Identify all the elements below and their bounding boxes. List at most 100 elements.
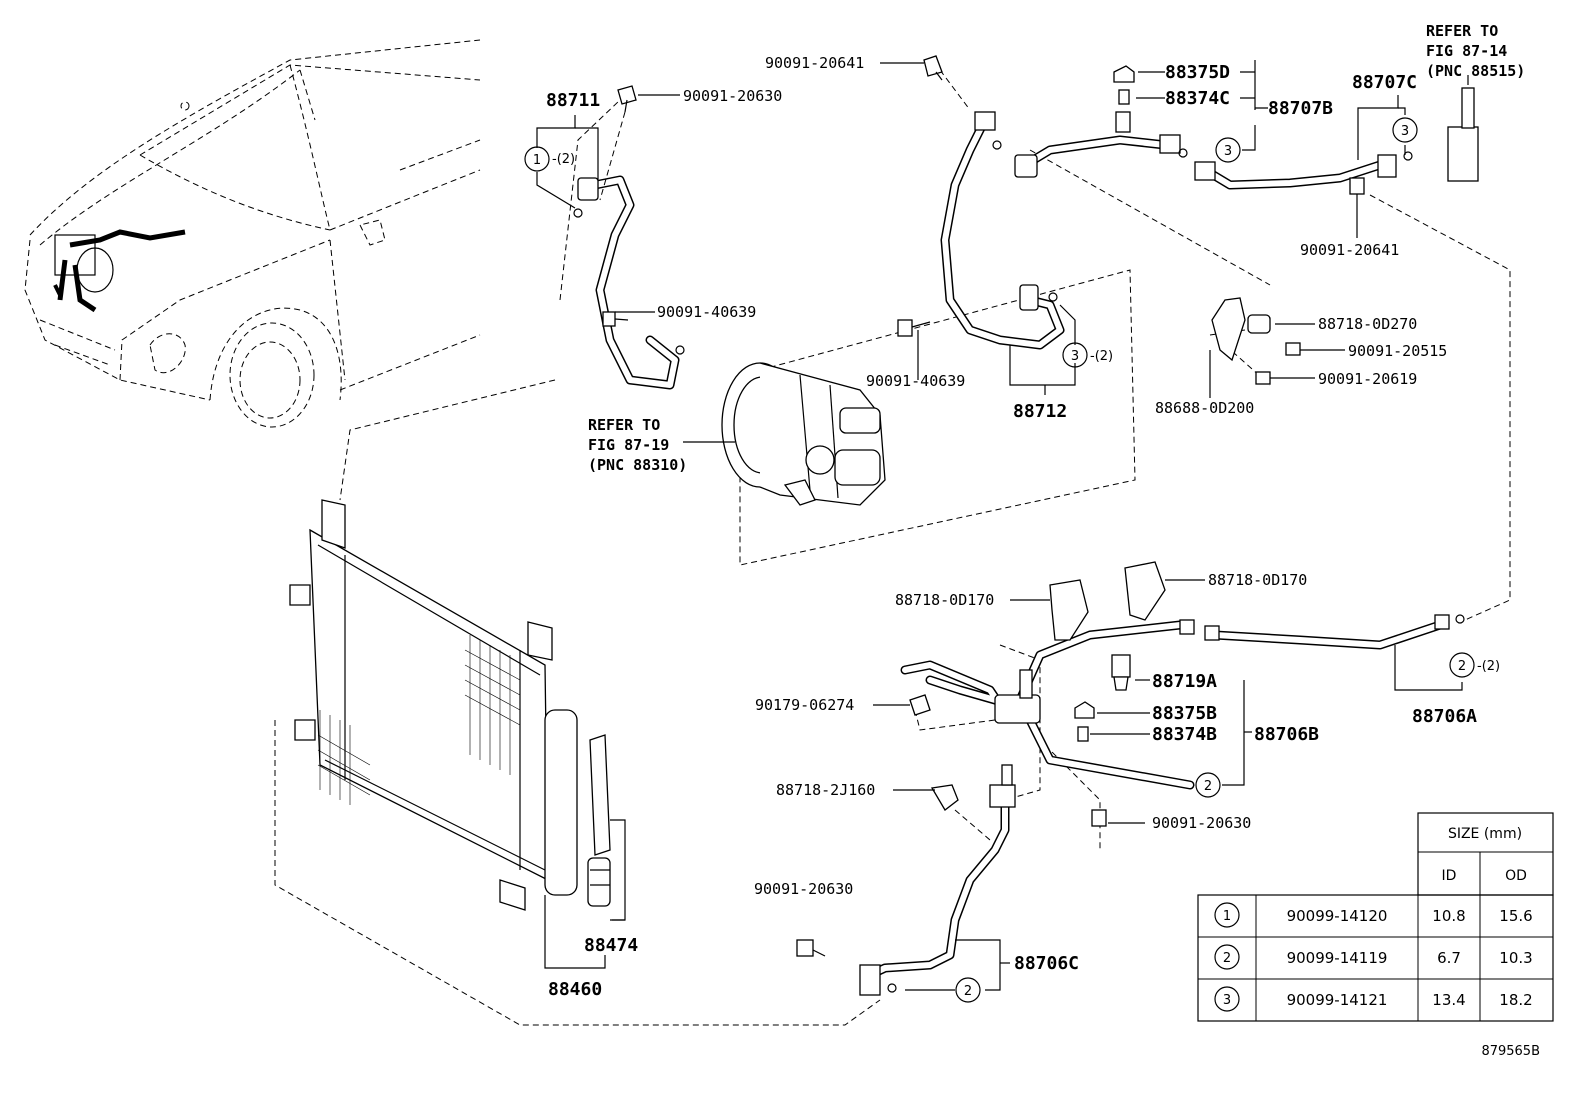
valve-core-88374B[interactable]: [1077, 726, 1089, 742]
label-88711: 88711: [546, 90, 600, 111]
circle-mark-2-a: 2: [1449, 652, 1475, 678]
label-88374C: 88374C: [1165, 88, 1230, 109]
ref-87-14-line1: REFER TO: [1426, 22, 1498, 40]
valve-core-88374C[interactable]: [1115, 89, 1131, 133]
ref-87-19-line3: (PNC 88310): [588, 456, 687, 474]
bolt-90091-40639-right[interactable]: [897, 319, 931, 337]
row1-od: 15.6: [1499, 907, 1532, 925]
label-88460: 88460: [548, 979, 602, 1000]
label-90091-20630-low: 90091-20630: [754, 880, 853, 898]
clamp-88718-0D170-a[interactable]: [1049, 579, 1089, 641]
ref-87-19-line2: FIG 87-19: [588, 436, 669, 454]
svg-text:2: 2: [1204, 779, 1212, 794]
label-88688-0D200: 88688-0D200: [1155, 399, 1254, 417]
ref-87-14-line2: FIG 87-14: [1426, 42, 1507, 60]
diagram-id: 879565B: [1481, 1044, 1540, 1059]
label-88706C: 88706C: [1014, 953, 1079, 974]
label-88719A: 88719A: [1152, 671, 1217, 692]
svg-text:3: 3: [1401, 124, 1409, 139]
svg-text:3: 3: [1071, 349, 1079, 364]
label-90091-40639-b: 90091-40639: [866, 372, 965, 390]
bolt-90091-20630-top[interactable]: [617, 85, 637, 113]
qty-circle-3: -(2): [1090, 349, 1113, 364]
label-90091-20641-top: 90091-20641: [765, 54, 864, 72]
label-90091-20630-mid: 90091-20630: [1152, 814, 1251, 832]
hose-88706A[interactable]: [1179, 614, 1465, 650]
bolt-90091-20630-mid[interactable]: [1091, 809, 1107, 827]
bolt-90091-20619[interactable]: [1255, 371, 1271, 385]
bolt-90091-20515[interactable]: [1285, 342, 1301, 356]
circle-mark-3-c: 3: [1392, 117, 1418, 143]
label-90091-20515: 90091-20515: [1348, 342, 1447, 360]
circle-mark-3-b: 3: [1215, 137, 1241, 163]
expansion-valve[interactable]: [1447, 75, 1479, 182]
ref-line-f: [999, 644, 1041, 801]
label-88707B: 88707B: [1268, 98, 1333, 119]
ref-line-b: [339, 379, 556, 501]
clamp-88718-0D270[interactable]: [1247, 314, 1271, 334]
row1-part: 90099-14120: [1287, 907, 1388, 925]
bolt-90091-40639-left[interactable]: [602, 311, 629, 327]
svg-text:2: 2: [964, 984, 972, 999]
label-88375D: 88375D: [1165, 62, 1230, 83]
pipe-88706B[interactable]: [900, 620, 1195, 790]
row3-id: 13.4: [1432, 991, 1465, 1009]
label-88474: 88474: [584, 935, 638, 956]
row1-id: 10.8: [1432, 907, 1465, 925]
nut-90179-06274[interactable]: [909, 694, 931, 716]
label-88718-0D270: 88718-0D270: [1318, 315, 1417, 333]
label-90091-20641-right: 90091-20641: [1300, 241, 1399, 259]
bolt-90091-20630-low[interactable]: [796, 939, 826, 957]
row2-od: 10.3: [1499, 949, 1532, 967]
condenser-88460[interactable]: [289, 499, 578, 911]
circle-mark-3-a: 3: [1062, 342, 1088, 368]
label-88712: 88712: [1013, 401, 1067, 422]
clamp-88718-2J160[interactable]: [930, 784, 959, 811]
row2-id: 6.7: [1437, 949, 1461, 967]
bolt-90091-20641-top[interactable]: [923, 55, 943, 81]
bolt-90091-20641-right[interactable]: [1349, 177, 1365, 238]
circle-mark-2-b: 2: [1195, 772, 1221, 798]
ref-line-g: [914, 709, 996, 731]
hose-88707C[interactable]: [1194, 151, 1413, 190]
row3-mark: 3: [1223, 993, 1231, 1008]
hose-88711[interactable]: [573, 175, 685, 390]
row2-mark: 2: [1223, 951, 1231, 966]
row1-mark: 1: [1223, 909, 1231, 924]
circle-mark-2-c: 2: [955, 977, 981, 1003]
label-90091-40639-a: 90091-40639: [657, 303, 756, 321]
label-90091-20630-top: 90091-20630: [683, 87, 782, 105]
label-90091-20619: 90091-20619: [1318, 370, 1417, 388]
label-88706A: 88706A: [1412, 706, 1477, 727]
clamp-88718-0D170-b[interactable]: [1124, 561, 1166, 621]
label-88718-0D170-a: 88718-0D170: [895, 591, 994, 609]
ref-line-a: [559, 99, 621, 301]
label-88718-0D170-b: 88718-0D170: [1208, 571, 1307, 589]
label-88374B: 88374B: [1152, 724, 1217, 745]
row3-od: 18.2: [1499, 991, 1532, 1009]
size-table: SIZE (mm) ID OD 1 90099-14120 10.8 15.6 …: [1197, 812, 1554, 1022]
label-88706B: 88706B: [1254, 724, 1319, 745]
hose-88707B[interactable]: [1014, 134, 1188, 178]
desiccant-88474[interactable]: [587, 734, 611, 907]
svg-text:1: 1: [533, 153, 541, 168]
label-88707C: 88707C: [1352, 72, 1417, 93]
qty-circle-2: -(2): [1477, 659, 1500, 674]
ref-line-c: [1029, 149, 1271, 286]
size-header: SIZE (mm): [1448, 826, 1522, 842]
hose-88706C[interactable]: [859, 764, 1016, 996]
valve-88375D[interactable]: [1113, 65, 1135, 83]
col-od-header: OD: [1505, 868, 1527, 884]
row3-part: 90099-14121: [1287, 991, 1388, 1009]
row2-part: 90099-14119: [1287, 949, 1388, 967]
ref-line-d: [1369, 194, 1511, 621]
valve-88375B[interactable]: [1074, 701, 1095, 719]
label-88718-2J160: 88718-2J160: [776, 781, 875, 799]
bracket-88688-0D200[interactable]: [1211, 297, 1246, 362]
compressor[interactable]: [721, 362, 886, 506]
hose-88712[interactable]: [940, 111, 1065, 350]
car-illustration: [24, 39, 481, 428]
switch-88719A[interactable]: [1111, 654, 1131, 691]
svg-text:2: 2: [1458, 659, 1466, 674]
